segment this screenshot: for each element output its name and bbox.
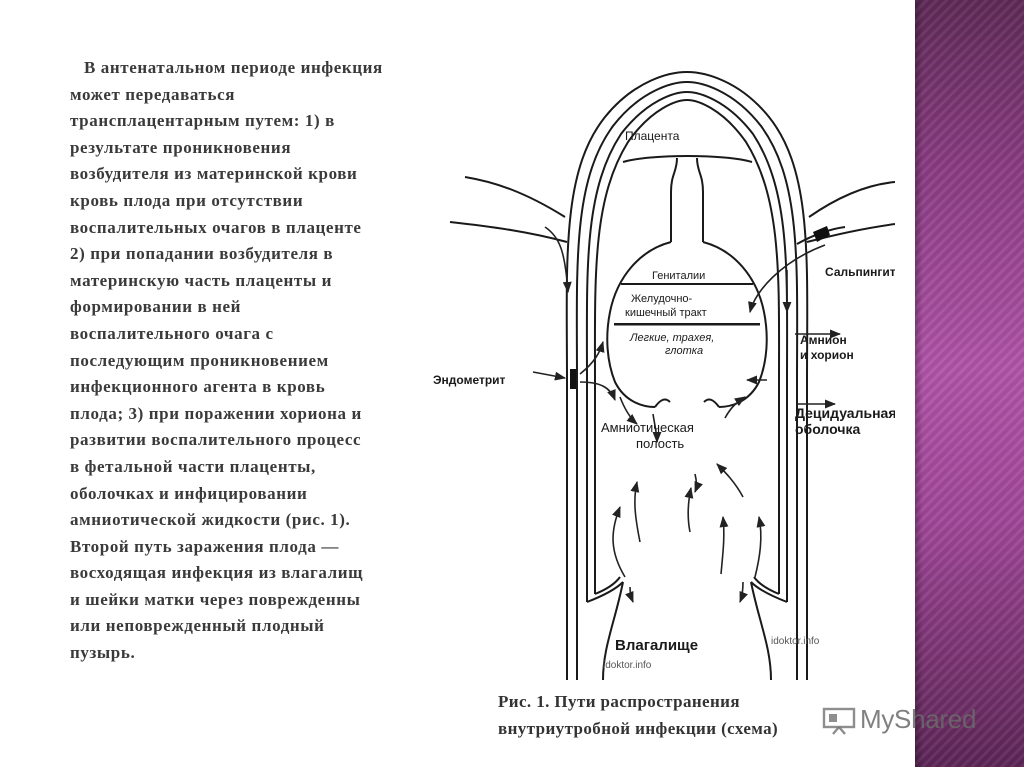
label-gi: Желудочно- bbox=[631, 293, 693, 305]
right-fallopian-tube bbox=[808, 181, 895, 218]
text-line: в фетальной части плаценты, bbox=[70, 456, 316, 476]
text-line: возбудителя из материнской крови bbox=[70, 164, 358, 184]
label-cavity: Амниотическая bbox=[601, 420, 694, 435]
label-salpingitis: Сальпингит bbox=[825, 265, 895, 279]
text-line: может передаваться bbox=[70, 84, 236, 104]
logo-text: MyShared bbox=[860, 704, 977, 734]
text-line: Второй путь заражения плода — bbox=[70, 536, 339, 556]
presentation-icon bbox=[822, 707, 856, 735]
text-line: воспалительных очагов в плаценте bbox=[70, 217, 362, 237]
caption-line: Рис. 1. Пути распространения bbox=[498, 692, 740, 711]
text-line: В антенатальном периоде инфекция bbox=[84, 58, 383, 77]
label-decidua: Децидуальная bbox=[795, 405, 895, 421]
body-text: В антенатальном периоде инфекция может п… bbox=[70, 55, 438, 667]
decorative-side-band bbox=[915, 0, 1024, 767]
arrow-endometritis-in bbox=[532, 371, 567, 381]
text-line: и шейки матки через поврежденны bbox=[70, 589, 361, 609]
figure-caption: Рис. 1. Пути распространения внутриутроб… bbox=[498, 688, 778, 742]
left-fallopian-tube bbox=[464, 176, 566, 218]
uterus-outer-wall bbox=[565, 70, 809, 680]
label-genitals: Гениталии bbox=[652, 270, 705, 282]
text-line: развитии воспалительного процесс bbox=[70, 430, 362, 450]
umbilical-cord bbox=[670, 157, 678, 242]
text-line: 2) при попадании возбудителя в bbox=[70, 244, 334, 264]
salpingitis-focus bbox=[813, 226, 830, 242]
text-line: инфекционного агента в кровь bbox=[70, 377, 326, 397]
label-lungs-2: глотка bbox=[665, 345, 703, 357]
text-line: материнскую часть плаценты и bbox=[70, 270, 332, 290]
myshared-logo: MyShared bbox=[822, 704, 976, 735]
placenta bbox=[622, 155, 753, 163]
text-line: воспалительного очага с bbox=[70, 323, 274, 343]
text-line: трансплацентарным путем: 1) в bbox=[70, 111, 335, 131]
text-line: пузырь. bbox=[70, 643, 136, 663]
text-line: формировании в ней bbox=[70, 297, 242, 317]
chorion-layer bbox=[585, 90, 789, 602]
text-line: плода; 3) при поражении хориона и bbox=[70, 403, 362, 423]
label-amnion: Амнион bbox=[800, 333, 847, 347]
label-cavity-2: полость bbox=[636, 436, 684, 451]
fetus-outline bbox=[606, 241, 672, 408]
text-line: восходящая инфекция из влагалищ bbox=[70, 563, 364, 583]
label-gi-2: кишечный тракт bbox=[625, 307, 707, 319]
watermark: idoktor.info bbox=[771, 636, 820, 647]
text-line: кровь плода при отсутствии bbox=[70, 190, 304, 210]
label-decidua-2: оболочка bbox=[795, 421, 860, 437]
text-line: или неповрежденный плодный bbox=[70, 616, 325, 636]
arrow-endometritis-out bbox=[579, 381, 616, 402]
label-vagina: Влагалище bbox=[615, 637, 698, 654]
text-line: результате проникновения bbox=[70, 137, 292, 157]
label-endometritis: Эндометрит bbox=[433, 373, 506, 387]
text-line: оболочках и инфицировании bbox=[70, 483, 308, 503]
watermark-2: idoktor.info bbox=[603, 660, 652, 671]
endometritis-focus bbox=[570, 369, 576, 389]
infection-routes-diagram: Плацента Гениталии Желудочно- кишечный т… bbox=[433, 70, 895, 681]
caption-line: внутриутробной инфекции (схема) bbox=[498, 719, 779, 738]
text-line: амниотической жидкости (рис. 1). bbox=[70, 510, 351, 530]
text-line: последующим проникновением bbox=[70, 350, 329, 370]
amnion-layer bbox=[593, 98, 781, 594]
decidua-layer bbox=[575, 80, 799, 680]
label-lungs: Легкие, трахея, bbox=[629, 332, 714, 344]
label-amnion-2: и хорион bbox=[800, 348, 854, 362]
label-placenta: Плацента bbox=[625, 129, 680, 143]
